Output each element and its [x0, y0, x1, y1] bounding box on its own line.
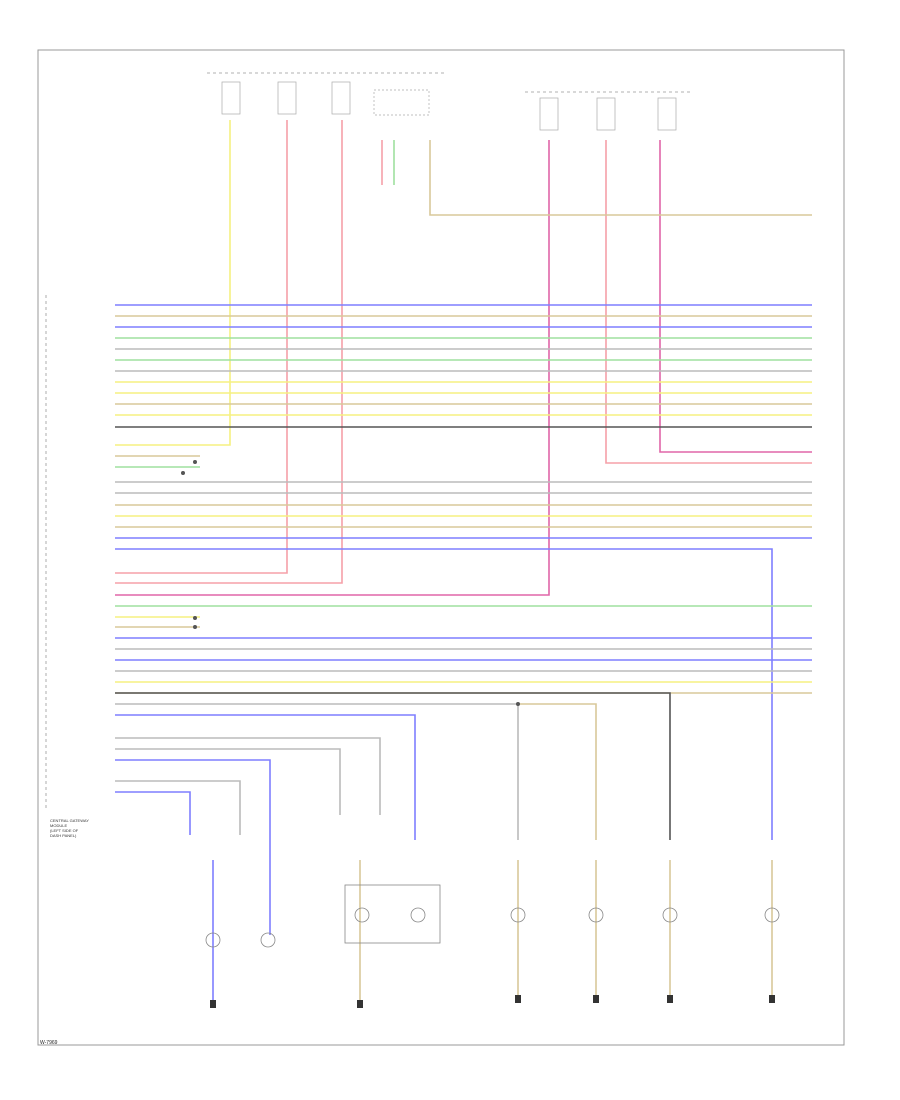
lamp-branch-wires	[115, 737, 773, 1000]
vertical-feed-wires	[115, 120, 812, 596]
splice-dots	[181, 460, 520, 706]
lamp-symbols	[205, 907, 780, 948]
fuse-group-left	[221, 81, 430, 116]
fuse-group-right	[539, 97, 677, 131]
ground-terminals	[210, 995, 775, 1008]
diagram-border	[37, 49, 845, 1046]
bus-group-3	[115, 605, 812, 840]
bus-group-1	[115, 304, 812, 428]
lamp-housing	[344, 884, 441, 944]
module-label: CENTRAL GATEWAY MODULE (LEFT SIDE OF DAS…	[50, 818, 89, 838]
bus-group-2	[115, 455, 812, 840]
diagram-id: W-7969	[40, 1040, 58, 1046]
